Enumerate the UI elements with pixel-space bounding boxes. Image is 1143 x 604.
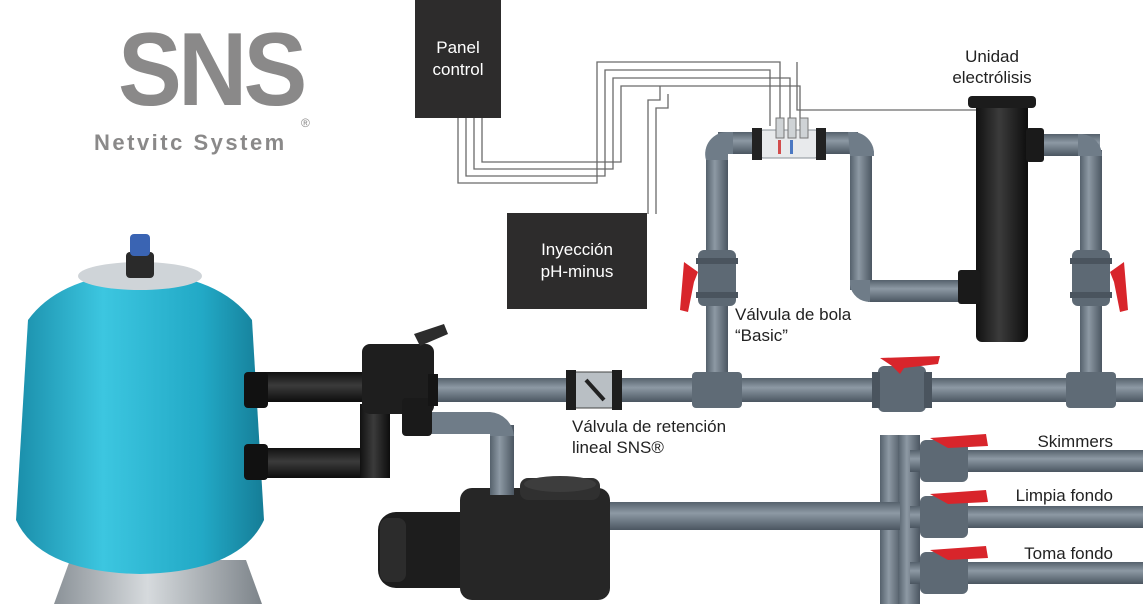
brand-tagline: Netvitc System: [94, 130, 287, 155]
bottom-intake-label: Toma fondo: [1024, 544, 1113, 563]
suction-manifold: [600, 434, 1143, 604]
skimmers-label: Skimmers: [1037, 432, 1113, 451]
check-valve-label-line2: lineal SNS®: [572, 438, 664, 457]
electrolysis-label: Unidad electrólisis: [950, 46, 1034, 88]
ball-valve-right: [1070, 250, 1128, 312]
ph-injection-line1: Inyección: [541, 240, 613, 259]
control-panel-line2: control: [432, 60, 484, 79]
control-panel-line1: Panel: [436, 38, 480, 57]
sensor-fitting: [752, 117, 826, 160]
main-return-pipe: [430, 378, 1143, 402]
electrolysis-label-line2: electrólisis: [952, 68, 1032, 87]
check-valve-label-line1: Válvula de retención: [572, 417, 727, 436]
bypass-loop-pipes: [705, 131, 1103, 385]
multiport-valve: [250, 324, 448, 478]
control-panel-box: Panel control: [415, 0, 501, 118]
electrolysis-label-line1: Unidad: [965, 47, 1019, 66]
pump: [378, 412, 610, 600]
ph-injection-box: Inyección pH-minus: [507, 213, 647, 309]
bottom-clean-label: Limpia fondo: [1015, 486, 1113, 505]
ball-valve-label: Válvula de bola “Basic”: [735, 304, 851, 346]
ph-injection-line2: pH-minus: [540, 262, 614, 281]
control-wiring: [457, 61, 1000, 214]
registered-mark: ®: [301, 116, 310, 130]
check-valve: [566, 370, 622, 410]
check-valve-label: Válvula de retención lineal SNS®: [572, 416, 726, 458]
sand-filter: [16, 234, 268, 604]
electrolysis-cell: [958, 96, 1044, 342]
brand-logo: SNS: [118, 12, 307, 128]
ball-valve-left: [680, 250, 738, 312]
ball-valve-main: [872, 356, 940, 412]
ball-valve-label-line1: Válvula de bola: [735, 305, 852, 324]
ball-valve-label-line2: “Basic”: [735, 326, 788, 345]
